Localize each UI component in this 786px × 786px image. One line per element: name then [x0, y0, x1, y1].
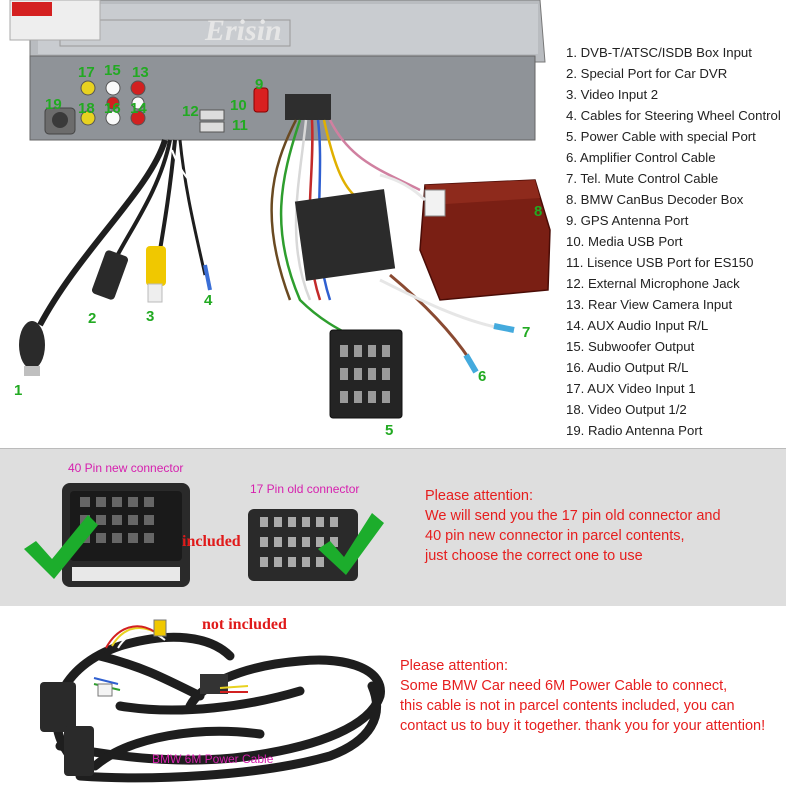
legend-item: 7. Tel. Mute Control Cable — [566, 171, 719, 186]
old-connector-label: 17 Pin old connector — [250, 482, 360, 496]
attention-notice-power-cable: Please attention: Some BMW Car need 6M P… — [400, 656, 765, 736]
legend-item: 6. Amplifier Control Cable — [566, 150, 716, 165]
attention-title: Please attention: — [425, 488, 534, 504]
callout-14: 14 — [130, 100, 147, 117]
legend-item: 13. Rear View Camera Input — [566, 297, 733, 312]
brand-logo: Erisin — [204, 14, 282, 47]
callout-5: 5 — [385, 422, 394, 439]
legend-item: 15. Subwoofer Output — [566, 339, 695, 354]
attention-line: 40 pin new connector in parcel contents, — [425, 528, 685, 544]
callout-13: 13 — [132, 64, 149, 81]
legend-item: 14. AUX Audio Input R/L — [566, 318, 709, 333]
included-label: included — [182, 533, 241, 550]
callout-11: 11 — [232, 117, 248, 134]
attention-title: Please attention: — [400, 658, 509, 674]
callout-10: 10 — [230, 97, 247, 114]
check-icon — [318, 513, 384, 575]
attention-line: contact us to buy it together. thank you… — [400, 718, 766, 734]
callout-3: 3 — [146, 308, 155, 325]
plug — [40, 682, 76, 732]
callout-9: 9 — [255, 76, 264, 93]
new-connector-label: 40 Pin new connector — [68, 461, 184, 475]
legend-item: 1. DVB-T/ATSC/ISDB Box Input — [566, 45, 752, 60]
legend-item: 2. Special Port for Car DVR — [566, 66, 728, 81]
callout-1: 1 — [14, 382, 23, 399]
callout-7: 7 — [522, 324, 531, 341]
check-icon — [24, 515, 98, 579]
callout-6: 6 — [478, 368, 487, 385]
legend-item: 11. Lisence USB Port for ES150 — [566, 255, 754, 270]
callout-12: 12 — [182, 103, 199, 120]
callout-2: 2 — [88, 310, 97, 327]
attention-notice-connectors: Please attention: We will send you the 1… — [425, 486, 721, 566]
callout-16: 16 — [104, 100, 121, 117]
legend-item: 17. AUX Video Input 1 — [566, 381, 696, 396]
legend-item: 18. Video Output 1/2 — [566, 402, 687, 417]
power-cable-illustration — [40, 619, 385, 783]
callout-18: 18 — [78, 100, 95, 117]
legend-item: 19. Radio Antenna Port — [566, 423, 703, 438]
attention-line: We will send you the 17 pin old connecto… — [425, 508, 721, 524]
legend-item: 9. GPS Antenna Port — [566, 213, 689, 228]
legend-item: 12. External Microphone Jack — [566, 276, 740, 291]
legend-item: 3. Video Input 2 — [566, 87, 659, 102]
connector-illustrations — [24, 483, 384, 587]
wiring-diagram-section: Erisin — [9, 0, 781, 441]
attention-line: this cable is not in parcel contents inc… — [400, 698, 735, 714]
callout-17: 17 — [78, 64, 95, 81]
40-pin-connector — [62, 483, 190, 587]
17-pin-connector — [248, 509, 358, 581]
attention-line: just choose the correct one to use — [425, 548, 643, 564]
wire-bundle — [270, 119, 421, 337]
legend-item: 10. Media USB Port — [566, 234, 683, 249]
not-included-label: not included — [202, 616, 287, 633]
port-legend: 1. DVB-T/ATSC/ISDB Box Input 2. Special … — [566, 42, 781, 441]
legend-item: 5. Power Cable with special Port — [566, 129, 756, 144]
power-cable-section: not included BMW 6M Power Cable Plea — [0, 606, 786, 786]
power-cable-label: BMW 6M Power Cable — [152, 752, 274, 766]
legend-item: 4. Cables for Steering Wheel Control — [566, 108, 781, 123]
callout-4: 4 — [204, 292, 213, 309]
callout-15: 15 — [104, 62, 121, 79]
rca-jacks — [80, 80, 146, 126]
legend-item: 16. Audio Output R/L — [566, 360, 689, 375]
plug — [64, 726, 94, 776]
attention-line: Some BMW Car need 6M Power Cable to conn… — [400, 678, 728, 694]
head-unit-illustration: Erisin — [9, 0, 551, 419]
callout-8: 8 — [534, 203, 543, 220]
connector-section: 40 Pin new connector 17 Pin old connecto… — [0, 448, 786, 608]
callout-19: 19 — [45, 96, 62, 113]
legend-item: 8. BMW CanBus Decoder Box — [566, 192, 744, 207]
